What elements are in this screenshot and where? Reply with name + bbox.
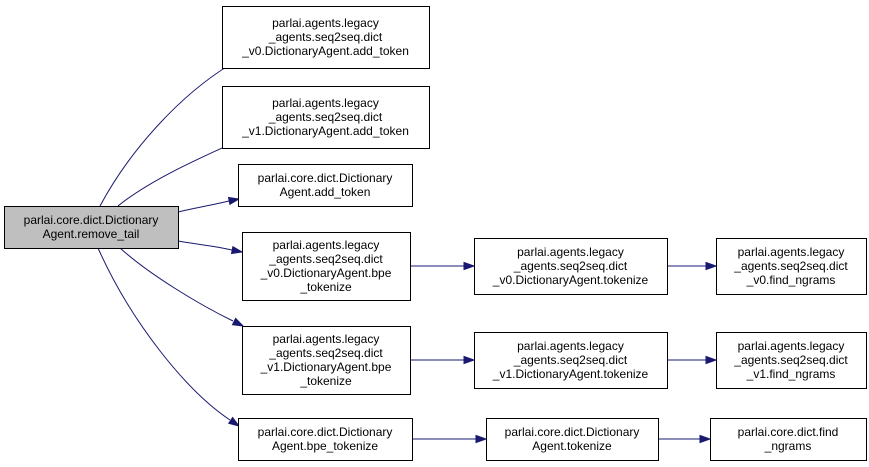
node-label-line: _v1.DictionaryAgent.add_token bbox=[241, 124, 409, 138]
edge-n6-n9 bbox=[412, 434, 488, 444]
node-n8[interactable]: parlai.agents.legacy_agents.seq2seq.dict… bbox=[474, 332, 668, 389]
node-label-line: parlai.agents.legacy bbox=[738, 245, 845, 259]
arrowhead bbox=[227, 416, 241, 427]
node-n10[interactable]: parlai.agents.legacy_agents.seq2seq.dict… bbox=[716, 238, 867, 295]
node-box bbox=[710, 418, 867, 461]
node-label-line: _tokenize bbox=[299, 280, 352, 294]
edge-line bbox=[119, 247, 234, 322]
node-n3[interactable]: parlai.core.dict.DictionaryAgent.add_tok… bbox=[238, 164, 413, 207]
node-label-line: parlai.agents.legacy bbox=[517, 339, 624, 353]
node-n4[interactable]: parlai.agents.legacy_agents.seq2seq.dict… bbox=[242, 232, 411, 301]
arrowhead bbox=[705, 355, 718, 365]
edge-line bbox=[97, 247, 231, 421]
node-label-line: _v0.DictionaryAgent.tokenize bbox=[492, 273, 649, 287]
node-n7[interactable]: parlai.agents.legacy_agents.seq2seq.dict… bbox=[474, 238, 668, 295]
node-label-line: _v0.DictionaryAgent.add_token bbox=[241, 44, 409, 58]
edge-root-n4 bbox=[177, 240, 244, 255]
edge-line bbox=[177, 200, 230, 213]
node-box bbox=[4, 206, 179, 249]
edge-n8-n11 bbox=[667, 355, 718, 365]
edge-n4-n7 bbox=[410, 261, 476, 271]
arrowhead bbox=[699, 434, 712, 444]
node-label-line: _agents.seq2seq.dict bbox=[268, 252, 383, 266]
node-n12[interactable]: parlai.core.dict.find_ngrams bbox=[710, 418, 867, 461]
node-n5[interactable]: parlai.agents.legacy_agents.seq2seq.dict… bbox=[242, 326, 411, 395]
node-box bbox=[716, 238, 867, 295]
node-box bbox=[242, 326, 411, 395]
edge-n7-n10 bbox=[667, 261, 718, 271]
node-label-line: _agents.seq2seq.dict bbox=[268, 30, 383, 44]
node-n1[interactable]: parlai.agents.legacy_agents.seq2seq.dict… bbox=[222, 6, 430, 69]
node-n2[interactable]: parlai.agents.legacy_agents.seq2seq.dict… bbox=[222, 86, 430, 149]
node-box bbox=[474, 332, 668, 389]
node-label-line: parlai.core.dict.Dictionary bbox=[505, 425, 640, 439]
edge-root-n3 bbox=[177, 196, 241, 213]
node-label-line: _agents.seq2seq.dict bbox=[513, 259, 628, 273]
edge-root-n5 bbox=[119, 247, 245, 327]
node-box bbox=[474, 238, 668, 295]
node-label-line: _v1.find_ngrams bbox=[746, 367, 836, 381]
node-label-line: _v0.find_ngrams bbox=[746, 273, 836, 287]
nodes-layer: parlai.core.dict.DictionaryAgent.remove_… bbox=[4, 6, 867, 461]
node-n11[interactable]: parlai.agents.legacy_agents.seq2seq.dict… bbox=[716, 332, 867, 389]
node-label-line: Agent.add_token bbox=[280, 185, 371, 199]
edge-root-n6 bbox=[97, 247, 241, 427]
node-label-line: Agent.remove_tail bbox=[43, 227, 140, 241]
edge-root-n1 bbox=[99, 57, 243, 207]
node-box bbox=[222, 86, 430, 149]
edge-n5-n8 bbox=[410, 355, 476, 365]
node-box bbox=[716, 332, 867, 389]
arrowhead bbox=[231, 317, 245, 327]
arrowhead bbox=[230, 245, 244, 255]
arrowhead bbox=[227, 196, 241, 206]
arrowhead bbox=[463, 261, 476, 271]
arrowhead bbox=[463, 355, 476, 365]
node-label-line: _v1.DictionaryAgent.bpe bbox=[260, 360, 392, 374]
edge-line bbox=[177, 240, 233, 251]
node-label-line: parlai.agents.legacy bbox=[273, 238, 380, 252]
node-remove-tail[interactable]: parlai.core.dict.DictionaryAgent.remove_… bbox=[4, 206, 179, 249]
node-label-line: _agents.seq2seq.dict bbox=[268, 346, 383, 360]
node-box bbox=[238, 164, 413, 207]
node-label-line: parlai.agents.legacy bbox=[273, 332, 380, 346]
node-label-line: parlai.core.dict.Dictionary bbox=[24, 213, 159, 227]
edge-line bbox=[99, 63, 232, 207]
node-label-line: parlai.core.dict.Dictionary bbox=[258, 171, 393, 185]
node-box bbox=[486, 418, 659, 461]
edge-n9-n12 bbox=[658, 434, 712, 444]
arrowhead bbox=[705, 261, 718, 271]
node-label-line: parlai.agents.legacy bbox=[517, 245, 624, 259]
arrowhead bbox=[475, 434, 488, 444]
node-label-line: _agents.seq2seq.dict bbox=[268, 110, 383, 124]
node-label-line: _tokenize bbox=[299, 374, 352, 388]
node-label-line: _agents.seq2seq.dict bbox=[733, 259, 848, 273]
node-label-line: parlai.agents.legacy bbox=[272, 16, 379, 30]
node-label-line: _ngrams bbox=[764, 439, 812, 453]
node-label-line: parlai.core.dict.Dictionary bbox=[258, 425, 393, 439]
node-label-line: _agents.seq2seq.dict bbox=[513, 353, 628, 367]
node-label-line: parlai.core.dict.find bbox=[738, 425, 839, 439]
node-label-line: parlai.agents.legacy bbox=[738, 339, 845, 353]
node-box bbox=[222, 6, 430, 69]
edge-line bbox=[117, 142, 234, 207]
node-label-line: Agent.tokenize bbox=[532, 439, 612, 453]
node-n6[interactable]: parlai.core.dict.DictionaryAgent.bpe_tok… bbox=[238, 418, 413, 461]
node-label-line: _v1.DictionaryAgent.tokenize bbox=[492, 367, 649, 381]
node-n9[interactable]: parlai.core.dict.DictionaryAgent.tokeniz… bbox=[486, 418, 659, 461]
edge-root-n2 bbox=[117, 138, 245, 207]
node-label-line: _v0.DictionaryAgent.bpe bbox=[260, 266, 392, 280]
node-label-line: _agents.seq2seq.dict bbox=[733, 353, 848, 367]
node-label-line: Agent.bpe_tokenize bbox=[272, 439, 378, 453]
node-label-line: parlai.agents.legacy bbox=[272, 96, 379, 110]
node-box bbox=[242, 232, 411, 301]
node-box bbox=[238, 418, 413, 461]
